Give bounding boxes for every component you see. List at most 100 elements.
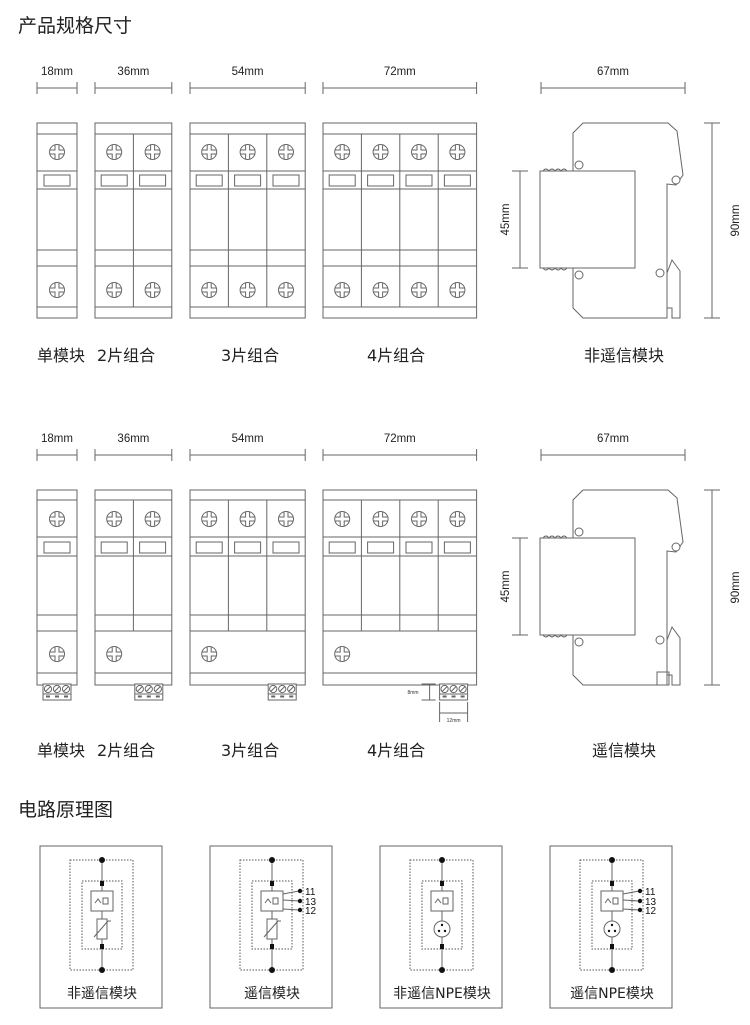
screw-icon [239, 511, 256, 527]
node-dot [269, 857, 275, 863]
module-3-pole [189, 122, 306, 319]
signal-terminal-block [42, 683, 72, 701]
dimension-label: 36mm [117, 66, 149, 78]
screw-icon [106, 144, 123, 160]
circuit-caption: 非遥信模块 [67, 986, 137, 1002]
circuit-frame [379, 845, 503, 1009]
dimension-label: 54mm [232, 433, 264, 445]
indicator-window [328, 174, 356, 187]
screw-icon [201, 144, 218, 160]
screw-icon [106, 646, 123, 662]
terminal-side [656, 671, 670, 686]
front-cover [539, 535, 636, 638]
signal-terminal-block [267, 683, 297, 701]
dimension-label: 54mm [232, 66, 264, 78]
rivet-icon [574, 637, 584, 647]
circuit-frame [209, 845, 333, 1009]
dimension-label: 67mm [597, 66, 629, 78]
circuit-frame [549, 845, 673, 1009]
module-3-pole [189, 489, 306, 701]
disconnector [90, 890, 114, 912]
height-dimension: 90mm [704, 122, 742, 319]
rivet-icon [574, 527, 584, 537]
screw-icon [278, 282, 294, 298]
circuit-diagram: 非遥信模块 [39, 845, 163, 1009]
module-caption: 单模块 [37, 741, 85, 760]
terminal-label: 12 [645, 906, 657, 917]
terminal-dot [637, 888, 643, 894]
indicator-window [139, 174, 167, 187]
screw-icon [411, 144, 427, 160]
module-caption: 3片组合 [221, 741, 279, 760]
terminal-dot [637, 898, 643, 904]
terminal-label: 12 [305, 906, 317, 917]
height-dimension: 45mm [500, 170, 528, 269]
module-caption: 4片组合 [367, 741, 425, 760]
indicator-window [443, 174, 471, 187]
screw-icon [334, 646, 351, 662]
screw-icon [239, 144, 256, 160]
side-caption: 非遥信模块 [584, 346, 664, 365]
screw-icon [49, 646, 65, 662]
screw-icon [334, 511, 351, 527]
terminal-dot [297, 907, 303, 913]
screw-icon [49, 144, 65, 160]
side-view: 67mm 45mm 90mm 非遥信模块 [500, 66, 742, 365]
width-dimension: 54mm [189, 66, 306, 94]
screw-icon [449, 144, 466, 160]
indicator-window [234, 541, 262, 554]
height-dimension: 90mm [704, 489, 742, 686]
rivet-icon [655, 635, 665, 645]
width-dimension: 72mm [322, 433, 478, 461]
screw-icon [334, 282, 351, 298]
screw-icon [411, 511, 427, 527]
din-clip [666, 625, 681, 686]
screw-icon [372, 282, 389, 298]
dimension-label: 90mm [730, 572, 742, 604]
screw-icon [106, 282, 123, 298]
disconnector [600, 890, 624, 912]
node-dot [269, 967, 275, 973]
gas-discharge-tube-icon [433, 920, 451, 938]
indicator-window [43, 174, 71, 187]
screw-icon [144, 144, 161, 160]
screw-icon [201, 511, 218, 527]
disconnector [260, 890, 284, 912]
module-2-pole [94, 489, 173, 701]
width-dimension: 54mm [189, 433, 306, 461]
module-caption: 3片组合 [221, 346, 279, 365]
module-4-pole [322, 122, 478, 319]
side-caption: 遥信模块 [592, 741, 656, 760]
screw-icon [334, 144, 351, 160]
screw-icon [411, 282, 427, 298]
module-1-pole [36, 122, 78, 319]
dimension-label: 90mm [730, 205, 742, 237]
module-caption: 单模块 [37, 346, 85, 365]
circuit-diagram: 非遥信NPE模块 [379, 845, 503, 1009]
terminal-label: 11 [305, 887, 316, 898]
screw-icon [278, 144, 294, 160]
dimension-label: 45mm [500, 571, 512, 603]
dimension-label: 72mm [384, 433, 416, 445]
circuit-frame [39, 845, 163, 1009]
din-clip [666, 258, 681, 319]
indicator-window [405, 541, 433, 554]
module-1-pole [36, 489, 78, 701]
dimension-label: 18mm [41, 433, 73, 445]
screw-icon [49, 282, 65, 298]
screw-icon [239, 282, 256, 298]
screw-icon [106, 511, 123, 527]
indicator-window [405, 174, 433, 187]
width-dimension: 67mm [540, 66, 686, 94]
terminal-height-label: 8mm [407, 690, 418, 696]
terminal-label: 13 [645, 897, 657, 908]
node-dot [439, 967, 445, 973]
indicator-window [328, 541, 356, 554]
signal-terminal-block [134, 683, 164, 701]
circuit-caption: 遥信模块 [244, 986, 300, 1002]
circuit-title: 电路原理图 [18, 799, 113, 821]
